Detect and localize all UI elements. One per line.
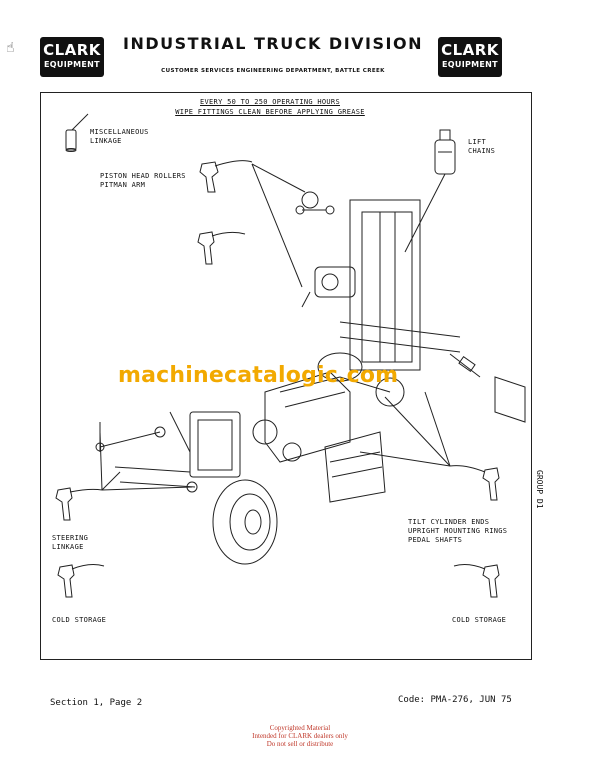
label-misc-line2: LINKAGE bbox=[90, 136, 122, 145]
label-steering-line2: LINKAGE bbox=[52, 542, 84, 551]
grease-gun-icon bbox=[453, 564, 500, 598]
grease-gun-icon bbox=[55, 487, 103, 521]
grease-gun-icon bbox=[449, 465, 500, 501]
label-piston-line1: PISTON HEAD ROLLERS bbox=[100, 172, 186, 180]
engine-block bbox=[252, 371, 351, 463]
drive-wheel bbox=[212, 479, 278, 565]
group-label: GROUP D1 bbox=[535, 470, 544, 509]
label-piston-head-rollers: PISTON HEAD ROLLERS PITMAN ARM bbox=[100, 172, 186, 190]
logo-tagline: EQUIPMENT bbox=[44, 60, 100, 69]
page-subtitle: CUSTOMER SERVICES ENGINEERING DEPARTMENT… bbox=[161, 68, 385, 74]
page-title: INDUSTRIAL TRUCK DIVISION bbox=[123, 34, 423, 53]
label-steering-linkage: STEERING LINKAGE bbox=[52, 534, 88, 552]
label-tilt-cylinder-ends: TILT CYLINDER ENDS UPRIGHT MOUNTING RING… bbox=[408, 518, 507, 544]
label-tilt-line1: TILT CYLINDER ENDS bbox=[408, 518, 490, 526]
grease-gun-icon bbox=[199, 160, 253, 193]
label-lift-line2: CHAINS bbox=[468, 146, 496, 155]
lubrication-diagram-illustration bbox=[55, 113, 526, 598]
label-steering-line1: STEERING bbox=[52, 534, 89, 542]
logo-brand: CLARK bbox=[43, 41, 101, 59]
label-tilt-line3: PEDAL SHAFTS bbox=[408, 535, 463, 544]
oil-can-icon bbox=[65, 113, 89, 152]
logo-brand: CLARK bbox=[441, 41, 499, 59]
footer-section: Section 1, Page 2 bbox=[50, 698, 143, 708]
label-misc-line1: MISCELLANEOUS bbox=[90, 128, 149, 136]
copyright-line2: Intended for CLARK dealers only bbox=[252, 732, 348, 740]
lubrication-diagram-frame bbox=[40, 92, 532, 660]
label-piston-line2: PITMAN ARM bbox=[100, 180, 146, 189]
label-lift-chains: LIFT CHAINS bbox=[468, 138, 495, 156]
mast-upright bbox=[339, 199, 461, 371]
grease-gun-icon bbox=[197, 231, 246, 265]
heading-interval-text: EVERY 50 TO 250 OPERATING HOURS bbox=[200, 98, 340, 106]
diagram-heading-interval: EVERY 50 TO 250 OPERATING HOURS bbox=[150, 98, 390, 106]
clark-logo-right: CLARK EQUIPMENT bbox=[438, 37, 502, 77]
label-cold-storage-left: COLD STORAGE bbox=[52, 616, 107, 624]
grease-gun-icon bbox=[57, 564, 105, 598]
logo-tagline: EQUIPMENT bbox=[442, 60, 498, 69]
copyright-line1: Copyrighted Material bbox=[269, 724, 331, 732]
label-lift-line1: LIFT bbox=[468, 138, 487, 146]
watermark: machinecatalogic.com bbox=[118, 363, 399, 388]
footer-code: Code: PMA-276, JUN 75 bbox=[398, 695, 512, 705]
label-misc-linkage: MISCELLANEOUS LINKAGE bbox=[90, 128, 149, 146]
diagram-heading-instruction: WIPE FITTINGS CLEAN BEFORE APPLYING GREA… bbox=[150, 108, 390, 116]
heading-instruction-text: WIPE FITTINGS CLEAN BEFORE APPLYING GREA… bbox=[175, 108, 365, 116]
hand-pointer-icon: ☝ bbox=[6, 40, 15, 56]
clark-logo-left: CLARK EQUIPMENT bbox=[40, 37, 104, 77]
label-tilt-line2: UPRIGHT MOUNTING RINGS bbox=[408, 526, 508, 535]
copyright-line3: Do not sell or distribute bbox=[266, 740, 334, 748]
label-cold-storage-right: COLD STORAGE bbox=[452, 616, 507, 624]
